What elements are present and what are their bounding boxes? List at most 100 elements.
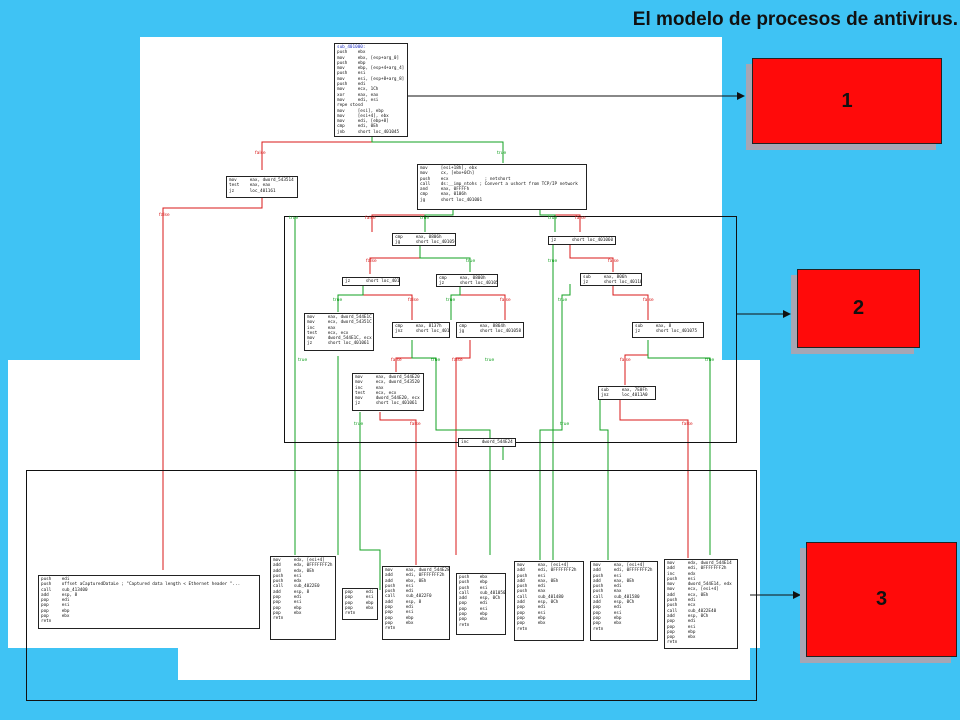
- callout-2: 2: [797, 269, 920, 348]
- asm-line: push eax: [517, 589, 546, 595]
- asm-line: push edi: [667, 598, 696, 604]
- asm-line: inc edx: [667, 571, 696, 577]
- edge-false-9: [612, 284, 649, 320]
- asm-line: mov eax, [esi+4]: [593, 563, 645, 568]
- asm-line: pop edi: [345, 590, 374, 595]
- asm-line: jnb short loc_401045: [337, 129, 400, 135]
- asm-line: add edx, 0FFFFFFF2h: [273, 563, 333, 569]
- asm-line: add edi, 0FFFFFFF2h: [667, 566, 727, 572]
- asm-line: jz short loc_401060: [551, 238, 614, 243]
- edge-true-3: [539, 210, 556, 560]
- asm-line: pop ebx: [41, 614, 70, 620]
- asm-line: add eax, 0Eh: [517, 578, 559, 584]
- edge-label-true: true: [354, 422, 364, 427]
- asm-line: add esp, 0Ch: [593, 600, 635, 606]
- asm-line: push edi: [385, 589, 414, 595]
- asm-line: pop ebx: [667, 635, 696, 641]
- asm-line: cmp eax, 8864h: [459, 324, 506, 329]
- asm-line: add eax, 0Eh: [593, 578, 635, 584]
- edge-label-false: false: [452, 358, 463, 363]
- node-inc-544e24: inc dword_544E24: [458, 438, 516, 447]
- edge-label-false: false: [500, 298, 511, 303]
- asm-line: retn: [41, 619, 52, 625]
- region-frame-3: [26, 470, 757, 701]
- asm-line: mov dword_544E20, ecx: [355, 396, 420, 402]
- asm-line: cmp edi, 0Eh: [337, 124, 379, 130]
- edge-label-false: false: [365, 216, 376, 221]
- asm-line: mov dword_544E14, edx: [667, 582, 732, 588]
- asm-line: push esi: [667, 576, 696, 582]
- asm-line: add esp, 8: [385, 599, 422, 605]
- asm-line: push edi: [517, 584, 546, 590]
- asm-line: inc dword_544E24: [461, 440, 513, 445]
- asm-line: pop edi: [593, 605, 622, 611]
- asm-line: call sub_401580: [593, 594, 640, 600]
- asm-line: push esi: [385, 583, 414, 589]
- edge-label-true: true: [485, 358, 495, 363]
- asm-line: jg short loc_401001: [420, 197, 483, 203]
- asm-line: jz short loc_40118F: [583, 280, 642, 286]
- asm-line: push esi: [273, 573, 302, 579]
- edge-true-1: [371, 137, 504, 163]
- asm-line: add esp, 8: [41, 592, 78, 598]
- asm-line: test ecx, ecx: [355, 390, 397, 396]
- asm-line: test ecx, ecx: [307, 330, 349, 336]
- asm-line: jnz loc_4011A0: [601, 393, 648, 399]
- asm-line: pop ebp: [517, 615, 546, 621]
- callout-1: 1: [752, 58, 942, 144]
- asm-line: add edx, 0Eh: [273, 568, 315, 574]
- asm-line: pop esi: [459, 606, 488, 612]
- asm-line: add edi, 0FFFFFFF2h: [517, 568, 577, 574]
- asm-line: push ecx: [667, 603, 696, 609]
- slide-title: El modelo de procesos de antivirus.: [632, 9, 958, 30]
- asm-line: add esp, 0Ch: [667, 613, 709, 619]
- edge-label-true: true: [431, 358, 441, 363]
- asm-line: push ebx: [337, 50, 366, 56]
- asm-line: pop ebx: [273, 610, 302, 616]
- asm-line: xor eax, eax: [337, 92, 379, 98]
- edge-false-2: [162, 198, 263, 570]
- asm-line: cmp eax, 8137h: [395, 324, 442, 329]
- asm-line: push esi: [593, 573, 622, 579]
- asm-line: pop ebp: [385, 615, 414, 621]
- asm-line: jz short loc_401061: [355, 401, 418, 407]
- asm-line: pop edi: [459, 601, 488, 607]
- edge-label-true: true: [289, 216, 299, 221]
- edge-true-7: [450, 286, 461, 320]
- edge-label-true: true: [298, 358, 308, 363]
- asm-line: mov edx, dword_544E14: [667, 561, 732, 566]
- asm-line: pop ebp: [345, 600, 374, 606]
- asm-line: push edi: [593, 584, 622, 590]
- edge-label-true: true: [333, 298, 343, 303]
- asm-line: add ebx, 0Eh: [385, 578, 427, 584]
- asm-line: retn: [593, 626, 604, 632]
- edge-true-4: [419, 245, 471, 272]
- asm-line: push esi: [517, 573, 546, 579]
- asm-line: pop esi: [273, 600, 302, 606]
- asm-line: push edi: [337, 82, 366, 88]
- asm-line: push ebp: [337, 60, 366, 66]
- edge-label-true: true: [420, 216, 430, 221]
- node-jz-401060: jz short loc_401060: [548, 236, 616, 245]
- asm-line: pop ebp: [41, 608, 70, 614]
- asm-line: sub eax, 806h: [583, 275, 627, 280]
- asm-line: mov [esi+18h], ebx: [420, 166, 477, 171]
- asm-line: call sub_413400: [41, 587, 88, 593]
- asm-line: mov eax, dword_543514: [229, 178, 294, 183]
- asm-line: call sub_4022F0: [385, 594, 432, 600]
- edge-label-false: false: [159, 213, 170, 218]
- asm-line: pop ebp: [459, 612, 488, 618]
- asm-line: push edi: [41, 577, 70, 582]
- edge-label-true: true: [466, 259, 476, 264]
